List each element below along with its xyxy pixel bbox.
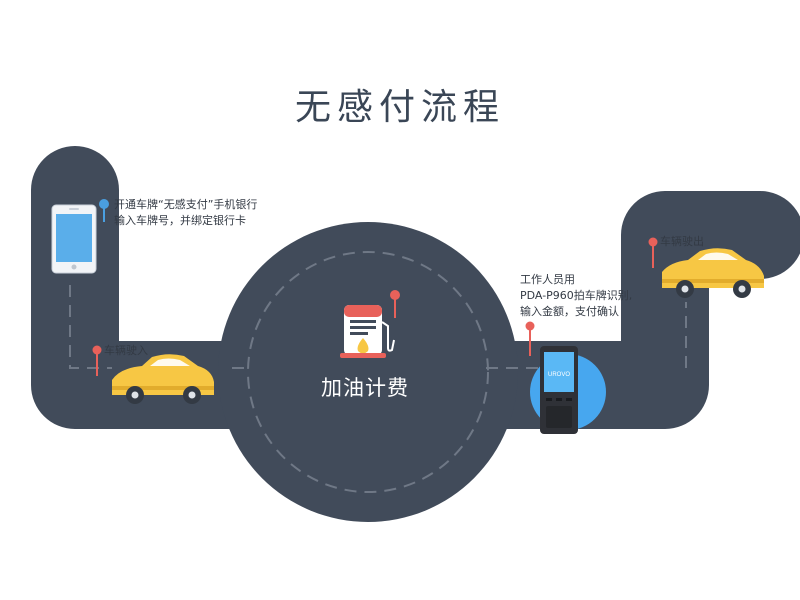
car-exiting-icon <box>662 248 764 298</box>
step-worker-line2: PDA-P960拍车牌识别, <box>520 289 633 302</box>
pin-enter <box>92 345 102 376</box>
pin-worker <box>525 321 535 356</box>
step-worker-line3: 输入金额，支付确认 <box>520 305 619 318</box>
fuel-pump-icon <box>340 305 395 358</box>
pda-device-icon: UROVO <box>530 346 606 434</box>
step-open-line2: 输入车牌号，并绑定银行卡 <box>114 214 246 227</box>
step-worker-line1: 工作人员用 <box>520 273 575 286</box>
pin-exit <box>648 237 658 268</box>
car-entering-icon <box>112 354 214 404</box>
device-brand: UROVO <box>548 372 570 378</box>
step-exit-label: 车辆驶出 <box>660 235 704 248</box>
pin-fuel <box>390 290 400 318</box>
step-open-line1: 开通车牌“无感支付”手机银行 <box>114 198 258 211</box>
step-worker-label: 工作人员用 PDA-P960拍车牌识别, 输入金额，支付确认 <box>520 272 632 320</box>
phone-icon <box>51 204 97 274</box>
step-open-label: 开通车牌“无感支付”手机银行 输入车牌号，并绑定银行卡 <box>114 197 257 229</box>
step-enter-label: 车辆驶入 <box>104 344 148 357</box>
pin-open <box>99 199 109 222</box>
page-title: 无感付流程 <box>294 87 505 128</box>
fueling-billing-label: 加油计费 <box>321 376 409 400</box>
road <box>31 146 800 522</box>
